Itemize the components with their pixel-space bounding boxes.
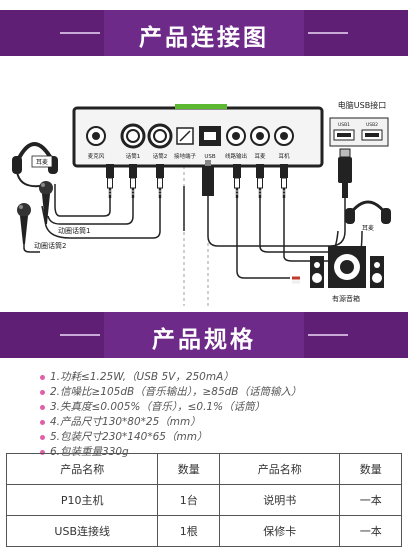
connection-title: 产品连接图 <box>139 25 269 51</box>
mic1-label: 动圈话筒1 <box>58 226 90 235</box>
headphone-label: 耳麦 <box>362 224 374 232</box>
table-cell: 数量 <box>339 453 402 485</box>
spec-item: 5.包装尺寸230*140*65（mm） <box>40 430 302 445</box>
connection-diagram: 麦克风 话筒1 话筒2 接地端子 USB 线路输出 耳麦 耳机 电脑USB接口 … <box>12 100 391 306</box>
speakers-label: 有源音箱 <box>332 294 360 303</box>
port-label-mic: 麦克风 <box>88 152 105 160</box>
banner-rule-right <box>308 32 348 34</box>
audio-interface-device <box>72 104 324 168</box>
table-cell: 产品名称 <box>5 453 159 485</box>
table-cell: 一本 <box>339 484 402 516</box>
table-cell: 保修卡 <box>218 515 341 547</box>
specs-title: 产品规格 <box>152 327 256 353</box>
port-label-mic2: 话筒2 <box>153 152 168 160</box>
port-label-mic1: 话筒1 <box>126 152 141 160</box>
table-cell: 说明书 <box>218 484 341 516</box>
headset-icon: 耳麦 <box>12 142 58 188</box>
spec-item: 1.功耗≤1.25W,（USB 5V，250mA） <box>40 370 302 385</box>
connection-title-banner: 产品连接图 <box>0 10 408 56</box>
spec-item: 2.信噪比≥105dB（音乐输出），≥85dB（话筒输入） <box>40 385 302 400</box>
microphone-1-icon <box>39 181 53 224</box>
port-label-headphone: 耳机 <box>278 152 290 160</box>
port-label-line-out: 线路输出 <box>225 152 247 160</box>
banner-tab <box>104 10 304 56</box>
table-header-row: 产品名称 数量 产品名称 数量 <box>5 453 402 485</box>
bullet-icon <box>40 419 45 425</box>
pc-usb-label: 电脑USB接口 <box>338 100 386 110</box>
bullet-icon <box>40 434 45 440</box>
specs-rule-right <box>308 334 348 336</box>
bullet-icon <box>40 374 45 380</box>
usb2-label: USB2 <box>366 122 378 128</box>
specs-banner-tab <box>104 312 304 358</box>
table-row: P10主机 1台 说明书 一本 <box>5 484 402 516</box>
bullet-icon <box>40 389 45 395</box>
specs-rule-left <box>60 334 100 336</box>
pc-usb-plug <box>338 148 352 198</box>
speakers-icon: 有源音箱 <box>292 246 384 303</box>
table-cell: 数量 <box>157 453 220 485</box>
table-cell: P10主机 <box>5 484 159 516</box>
table-cell: 1根 <box>157 515 220 547</box>
bullet-icon <box>40 404 45 410</box>
port-label-usb: USB <box>204 154 216 160</box>
table-cell: USB连接线 <box>5 515 159 547</box>
banner-rule-left <box>60 32 100 34</box>
pc-usb-port: 电脑USB接口 USB1 USB2 <box>329 100 389 147</box>
table-cell: 1台 <box>157 484 220 516</box>
table-cell: 产品名称 <box>218 453 341 485</box>
cables <box>41 184 363 279</box>
microphone-2-icon <box>17 203 40 253</box>
spec-list: 1.功耗≤1.25W,（USB 5V，250mA） 2.信噪比≥105dB（音乐… <box>40 370 302 460</box>
specs-title-banner: 产品规格 <box>0 312 408 358</box>
port-label-headset: 耳麦 <box>254 152 266 160</box>
usb1-label: USB1 <box>338 122 350 128</box>
port-labels: 麦克风 话筒1 话筒2 接地端子 USB 线路输出 耳麦 耳机 <box>88 152 290 160</box>
mic2-label: 动圈话筒2 <box>34 241 66 250</box>
spec-item: 4.产品尺寸130*80*25（mm） <box>40 415 302 430</box>
packing-table: 产品名称 数量 产品名称 数量 P10主机 1台 说明书 一本 USB连接线 1… <box>5 453 402 547</box>
bullet-icon <box>40 449 45 455</box>
earphone-label: 耳麦 <box>36 158 48 166</box>
table-cell: 一本 <box>339 515 402 547</box>
spec-item: 3.失真度≤0.005%（音乐），≤0.1%（话筒） <box>40 400 302 415</box>
headphones-icon: 耳麦 <box>345 200 391 232</box>
table-row: USB连接线 1根 保修卡 一本 <box>5 515 402 547</box>
device-plugs <box>105 160 289 199</box>
port-label-ground: 接地端子 <box>174 152 197 160</box>
